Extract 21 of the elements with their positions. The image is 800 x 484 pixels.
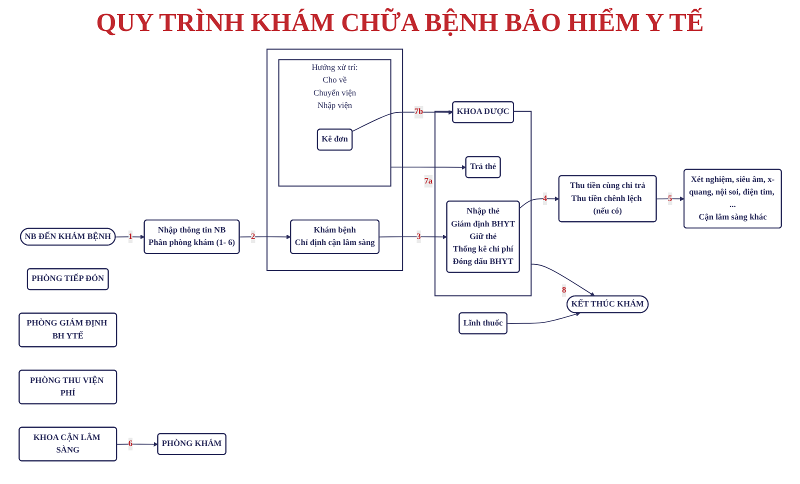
arrow (518, 196, 560, 208)
edge-label: 2 (250, 232, 255, 240)
arrow (238, 234, 291, 239)
cluster (434, 110, 532, 296)
edge-label: 4 (542, 193, 547, 202)
arrow (390, 164, 466, 170)
arrow (352, 110, 453, 132)
edge-label: 7b (414, 106, 423, 116)
diagram-title: QUY TRÌNH KHÁM CHỮA BỆNH BẢO HIỂM Y TẾ (95, 8, 705, 38)
edge-label: 1 (128, 232, 132, 240)
edge-label: 7a (424, 176, 432, 185)
arrow (530, 263, 595, 296)
edge-label: 3 (416, 232, 421, 240)
arrow (116, 441, 158, 446)
arrow (114, 234, 144, 239)
arrow (506, 311, 580, 324)
edge-label: 6 (128, 438, 132, 448)
arrow (378, 234, 447, 239)
edge-label: 5 (668, 193, 672, 202)
edge-label: 8 (562, 285, 566, 294)
cluster (266, 48, 403, 271)
